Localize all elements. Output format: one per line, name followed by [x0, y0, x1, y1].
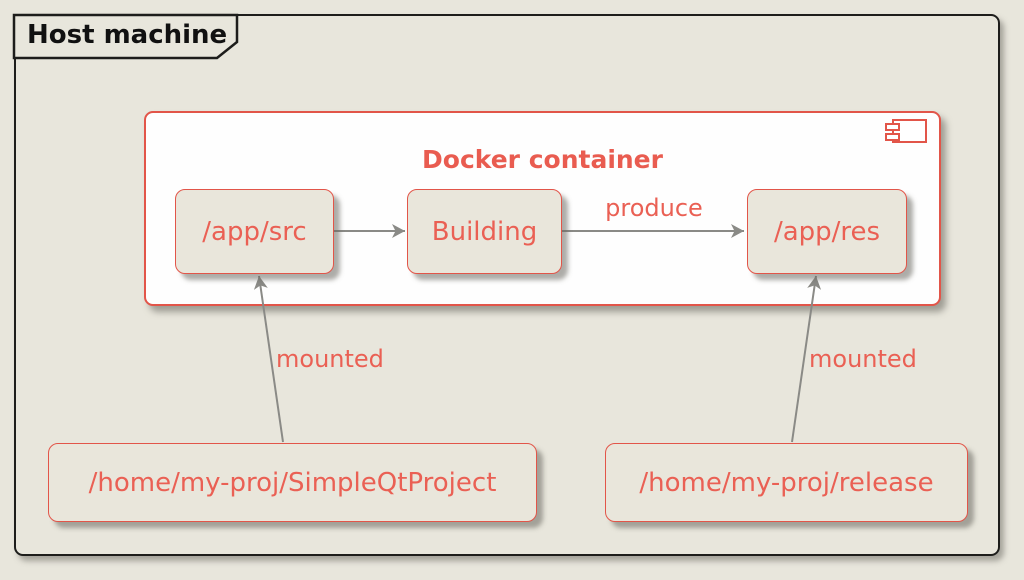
edge-label-mounted-left: mounted [276, 345, 384, 373]
node-app-res: /app/res [747, 189, 907, 274]
node-app-src: /app/src [175, 189, 334, 274]
edge-label-mounted-right: mounted [809, 345, 917, 373]
node-building: Building [407, 189, 562, 274]
node-release: /home/my-proj/release [605, 443, 968, 522]
node-simpleqtproject: /home/my-proj/SimpleQtProject [48, 443, 537, 522]
docker-container-title: Docker container [422, 145, 663, 174]
host-machine-frame [14, 14, 1000, 556]
edge-label-produce: produce [605, 194, 703, 222]
host-machine-title: Host machine [27, 20, 228, 50]
